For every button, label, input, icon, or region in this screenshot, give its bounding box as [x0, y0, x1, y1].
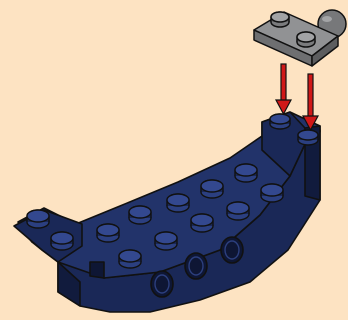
stud [235, 164, 257, 182]
stud [261, 184, 283, 202]
stud [155, 232, 177, 250]
stud [129, 206, 151, 224]
stud [27, 210, 49, 228]
stud [270, 114, 290, 129]
stud [97, 224, 119, 242]
stud [191, 214, 213, 232]
stud [51, 232, 73, 250]
brick-notch [90, 262, 104, 278]
stud [298, 130, 318, 145]
stud [201, 180, 223, 198]
stud [119, 250, 141, 268]
stud [167, 194, 189, 212]
stud [227, 202, 249, 220]
